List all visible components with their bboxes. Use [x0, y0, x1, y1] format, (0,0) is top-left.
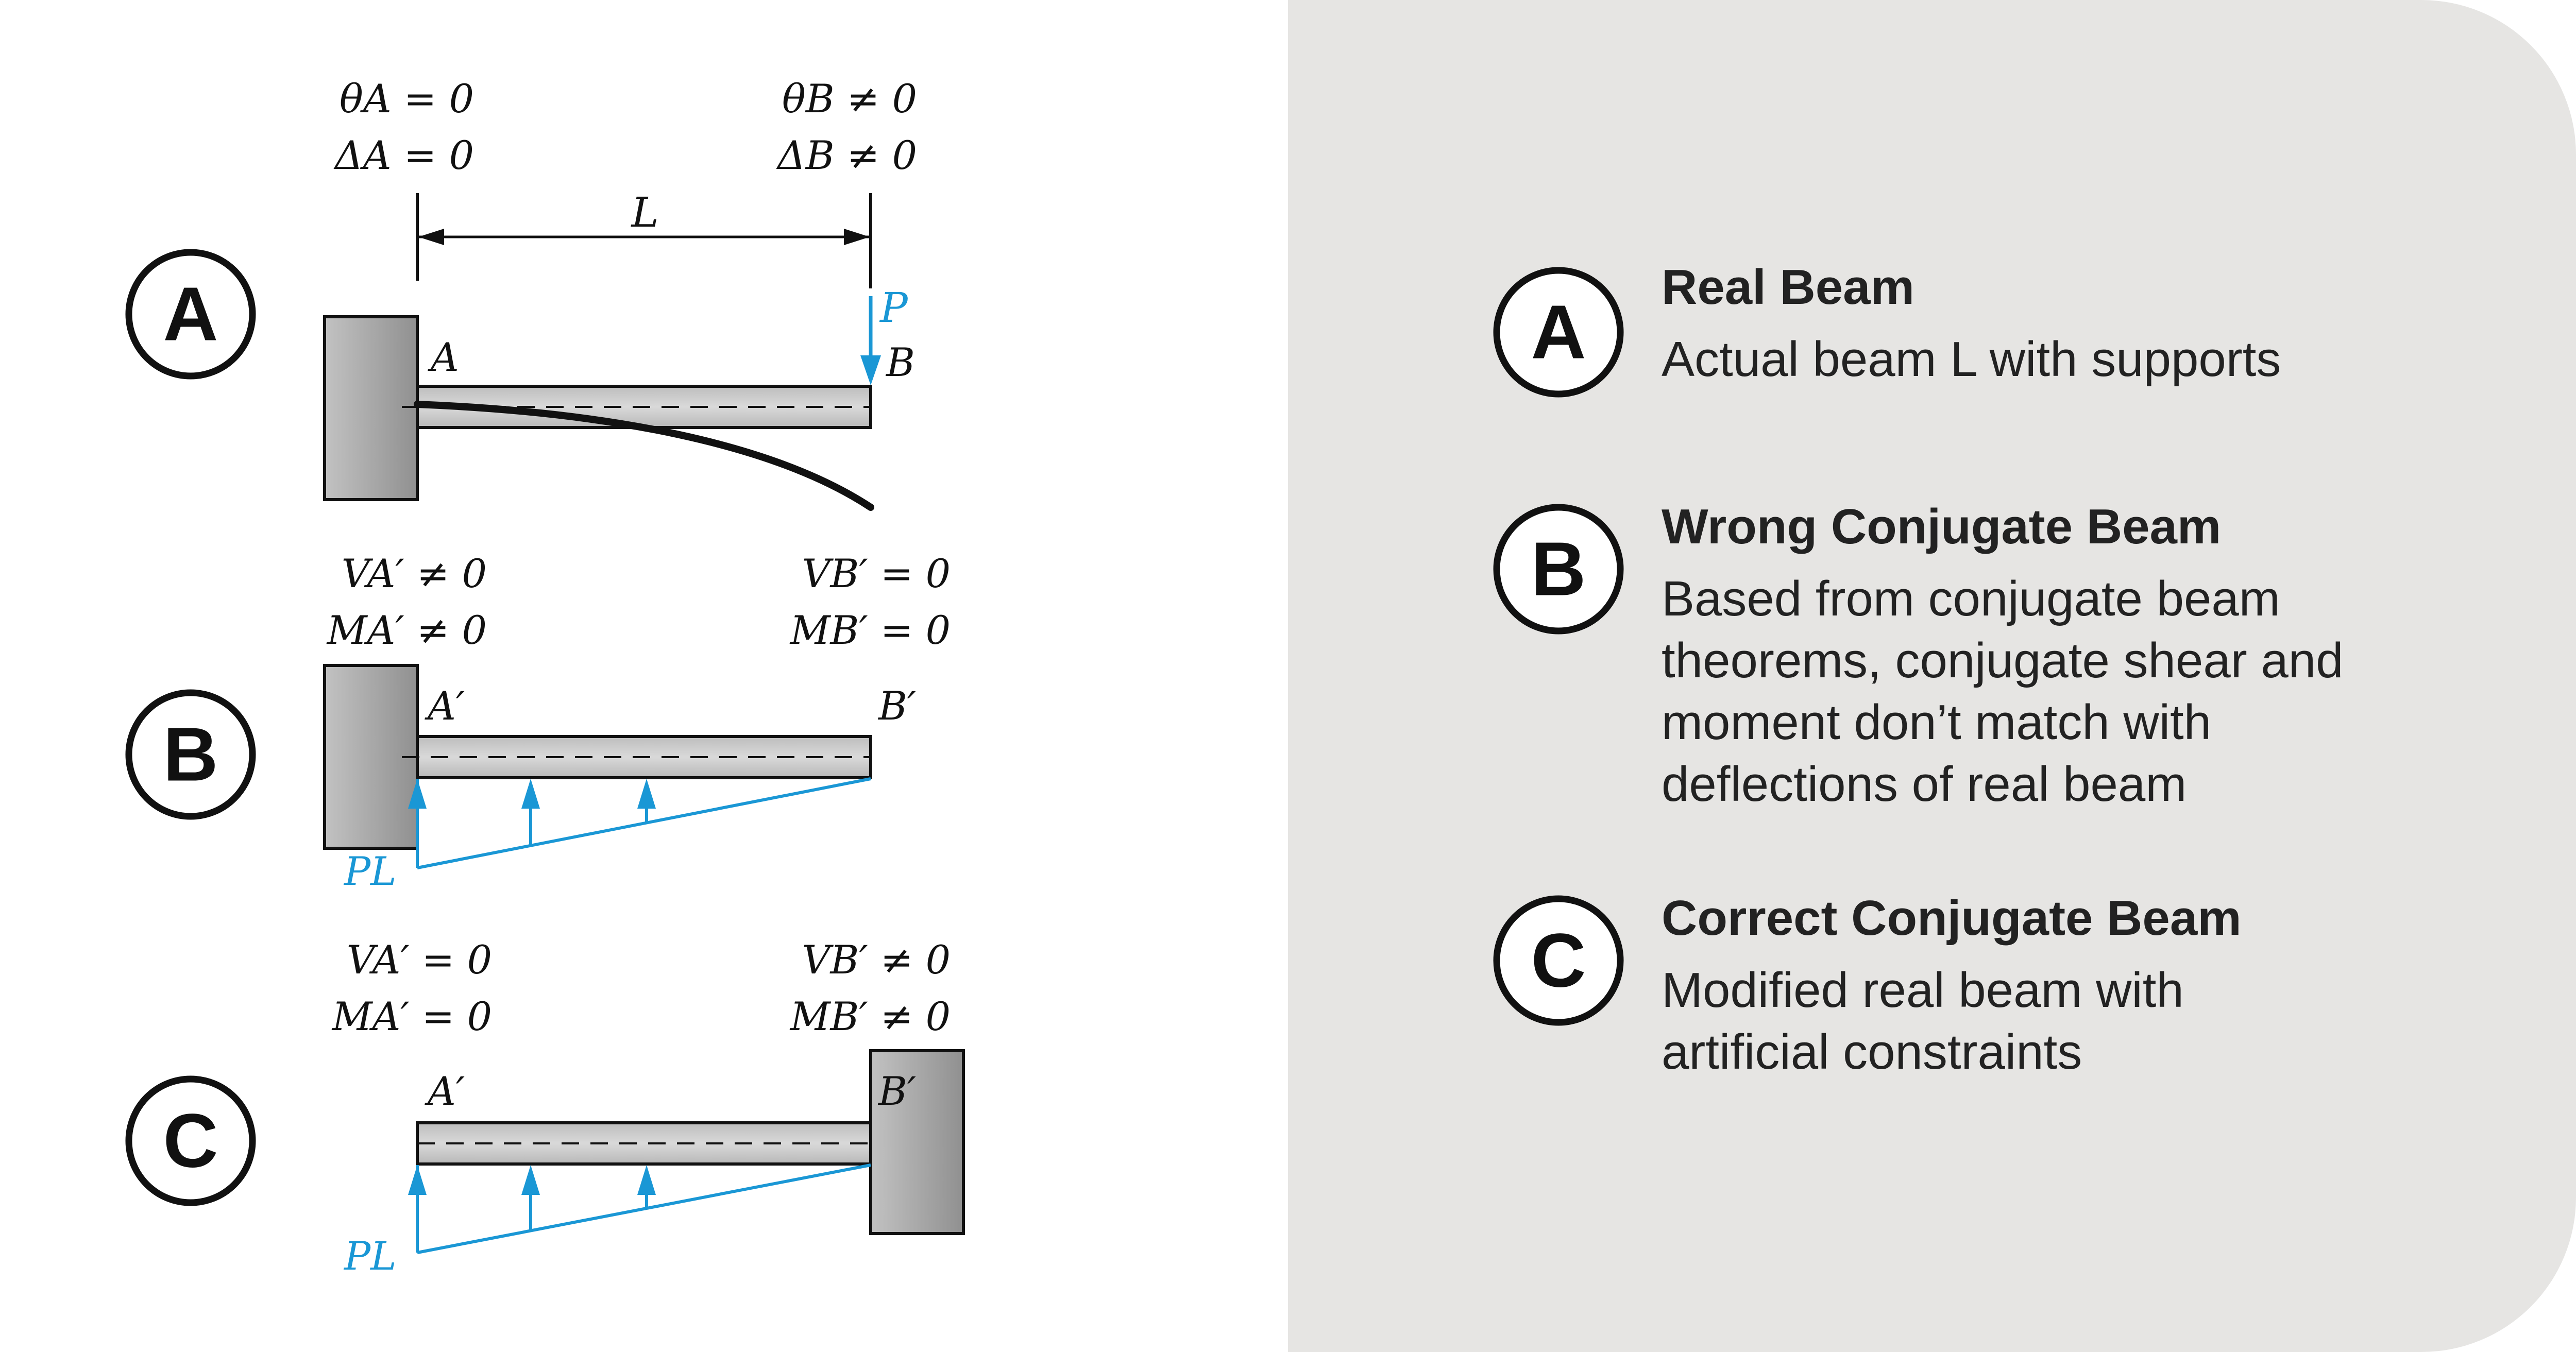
legend-badge-b-letter: B: [1531, 527, 1586, 612]
legend-a-desc-line-1: Actual beam L with supports: [1662, 332, 2281, 387]
badge-b-circle: [125, 689, 256, 820]
legend-item-c: C Correct Conjugate Beam Modified real b…: [1493, 891, 2242, 1080]
b-load-arrow-1-head: [408, 779, 427, 809]
c-fixed-support: [869, 1049, 965, 1235]
a-dim-arrow-right: [844, 229, 870, 245]
legend-b-desc-line-2: theorems, conjugate shear and: [1662, 633, 2344, 688]
a-span-label: L: [630, 189, 658, 236]
c-cond-v-left: VA′ = 0: [347, 937, 492, 983]
a-cond-theta-b: θB ≠ 0: [782, 76, 917, 122]
c-cond-m-right: MB′ ≠ 0: [789, 994, 951, 1039]
b-cond-v-right: VB′ = 0: [802, 551, 951, 596]
badge-b-letter: B: [163, 712, 218, 797]
c-load-arrow-3-head: [637, 1165, 656, 1195]
legend-b-desc-line-4: deflections of real beam: [1662, 757, 2187, 812]
b-load-edge-slope: [417, 777, 871, 869]
a-deflected-shape: [414, 401, 874, 511]
c-end-label-a: A′: [425, 1068, 465, 1114]
legend-c-desc-line-1: Modified real beam with: [1662, 963, 2184, 1018]
c-cond-m-left: MA′ = 0: [331, 994, 492, 1039]
a-fixed-support: [323, 315, 419, 501]
diagram-b: B VA′ ≠ 0 MA′ ≠ 0 VB′ = 0 MB′ = 0 PL A′ …: [125, 551, 951, 894]
a-end-label-b: B: [885, 339, 915, 385]
legend-badge-c-letter: C: [1531, 918, 1586, 1003]
legend-b-title: Wrong Conjugate Beam: [1662, 499, 2221, 554]
a-cond-delta-b: ΔB ≠ 0: [776, 132, 917, 178]
legend-b-desc-line-1: Based from conjugate beam: [1662, 571, 2280, 626]
legend-badge-a: [1493, 267, 1624, 398]
b-cond-m-right: MB′ = 0: [789, 607, 951, 653]
badge-a-letter: A: [163, 272, 218, 357]
badge-c-letter: C: [163, 1099, 218, 1184]
legend-c-title: Correct Conjugate Beam: [1662, 891, 2242, 946]
b-load-arrow-3-head: [637, 779, 656, 809]
legend-item-a: A Real Beam Actual beam L with supports: [1493, 260, 2281, 398]
b-cond-v-left: VA′ ≠ 0: [342, 551, 487, 596]
a-load-label: P: [879, 284, 908, 332]
b-end-label-b: B′: [877, 683, 916, 729]
b-cond-m-left: MA′ ≠ 0: [326, 607, 487, 653]
c-cond-v-right: VB′ ≠ 0: [802, 937, 951, 983]
c-load-edge-slope: [417, 1163, 871, 1254]
legend-badge-a-letter: A: [1531, 290, 1586, 375]
b-load-label: PL: [343, 848, 397, 894]
legend-b-desc-line-3: moment don’t match with: [1662, 695, 2211, 750]
badge-a-circle: [125, 249, 256, 380]
a-dim-arrow-left: [418, 229, 444, 245]
diagram-c: C VA′ = 0 MA′ = 0 VB′ ≠ 0 MB′ ≠ 0 PL A′ …: [125, 937, 965, 1279]
legend-c-desc-line-2: artificial constraints: [1662, 1024, 2082, 1080]
legend-item-b: B Wrong Conjugate Beam Based from conjug…: [1493, 499, 2344, 812]
b-load-arrow-2-head: [521, 779, 540, 809]
c-end-label-b: B′: [877, 1068, 916, 1114]
a-cond-theta-a: θA = 0: [340, 76, 474, 122]
badge-c-circle: [125, 1075, 256, 1206]
c-load-label: PL: [343, 1233, 397, 1279]
a-cond-delta-a: ΔA = 0: [333, 132, 474, 178]
diagram-a: A θA = 0 ΔA = 0 θB ≠ 0 ΔB ≠ 0 L P A B: [125, 76, 917, 511]
a-load-arrow-head: [860, 355, 881, 385]
legend-a-title: Real Beam: [1662, 260, 1914, 315]
c-load-arrow-1-head: [408, 1165, 427, 1195]
b-end-label-a: A′: [425, 683, 465, 729]
c-load-arrow-2-head: [521, 1165, 540, 1195]
a-end-label-a: A: [428, 334, 459, 380]
legend-badge-c: [1493, 895, 1624, 1026]
legend-badge-b: [1493, 504, 1624, 635]
